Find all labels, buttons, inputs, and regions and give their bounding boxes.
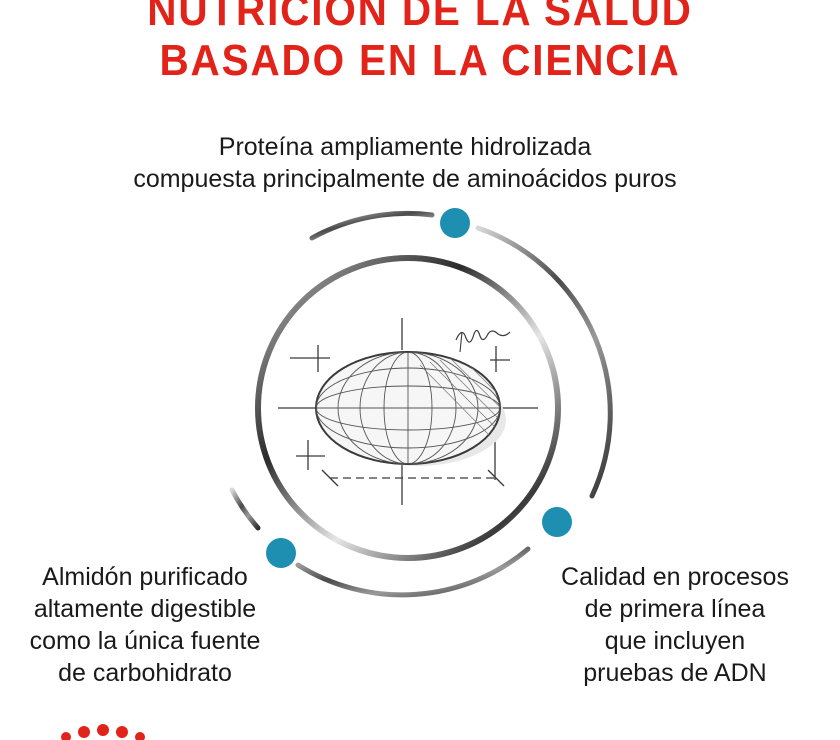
outer-ring-arc-bottom — [295, 546, 531, 598]
brand-crown-icon — [61, 724, 145, 740]
benefit-starch-line-1: Almidón purificado — [42, 563, 248, 591]
page-title-line-2: BASADO EN LA CIENCIA — [159, 36, 681, 85]
outer-ring-arc-right — [475, 225, 613, 499]
benefit-quality-line-1: Calidad en procesos — [561, 563, 789, 591]
outer-ring-arc-bottom-left — [229, 487, 261, 531]
outer-ring-arc-top-left — [309, 210, 435, 241]
benefit-quality-line-2: de primera línea — [584, 595, 766, 623]
benefit-protein: Proteína ampliamente hidrolizada compues… — [60, 131, 750, 195]
page-title: NUTRICIÓN DE LA SALUD BASADO EN LA CIENC… — [34, 0, 807, 86]
inner-ring — [255, 255, 561, 561]
kibble-sketch-icon — [278, 318, 538, 505]
page-title-line-1: NUTRICIÓN DE LA SALUD — [147, 0, 693, 35]
outer-ring — [229, 210, 613, 598]
benefit-starch-line-4: de carbohidrato — [58, 659, 232, 687]
benefit-starch-line-2: altamente digestible — [33, 595, 257, 623]
dot-left — [266, 538, 296, 568]
benefit-quality: Calidad en procesos de primera línea que… — [530, 561, 820, 689]
benefit-quality-line-4: pruebas de ADN — [583, 659, 767, 687]
benefit-protein-line-1: Proteína ampliamente hidrolizada — [218, 133, 592, 161]
benefit-quality-line-3: que incluyen — [604, 627, 746, 655]
dot-right — [542, 507, 572, 537]
benefit-protein-line-2: compuesta principalmente de aminoácidos … — [133, 165, 677, 193]
dot-top — [440, 208, 470, 238]
benefit-starch: Almidón purificado altamente digestible … — [0, 561, 290, 689]
benefit-starch-line-3: como la única fuente — [29, 627, 261, 655]
